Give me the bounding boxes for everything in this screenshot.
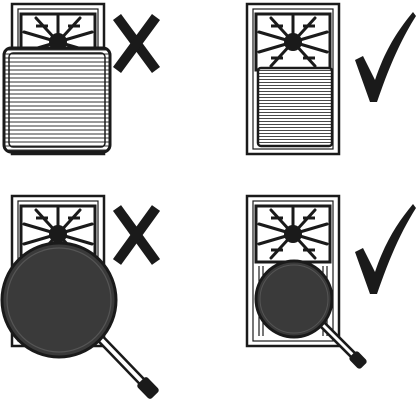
griddle-pan [2, 46, 112, 154]
cross-icon [112, 14, 161, 73]
frying-pan [254, 259, 367, 369]
panel-pan-fits [245, 194, 416, 369]
panel-griddle-fits [245, 2, 416, 156]
frying-pan [0, 241, 159, 399]
panel-pan-too-large [0, 194, 161, 399]
cross-icon [112, 205, 161, 265]
check-icon [355, 12, 416, 102]
panel-griddle-too-large [2, 2, 161, 156]
griddle-pan [256, 66, 334, 148]
check-icon [355, 204, 416, 294]
